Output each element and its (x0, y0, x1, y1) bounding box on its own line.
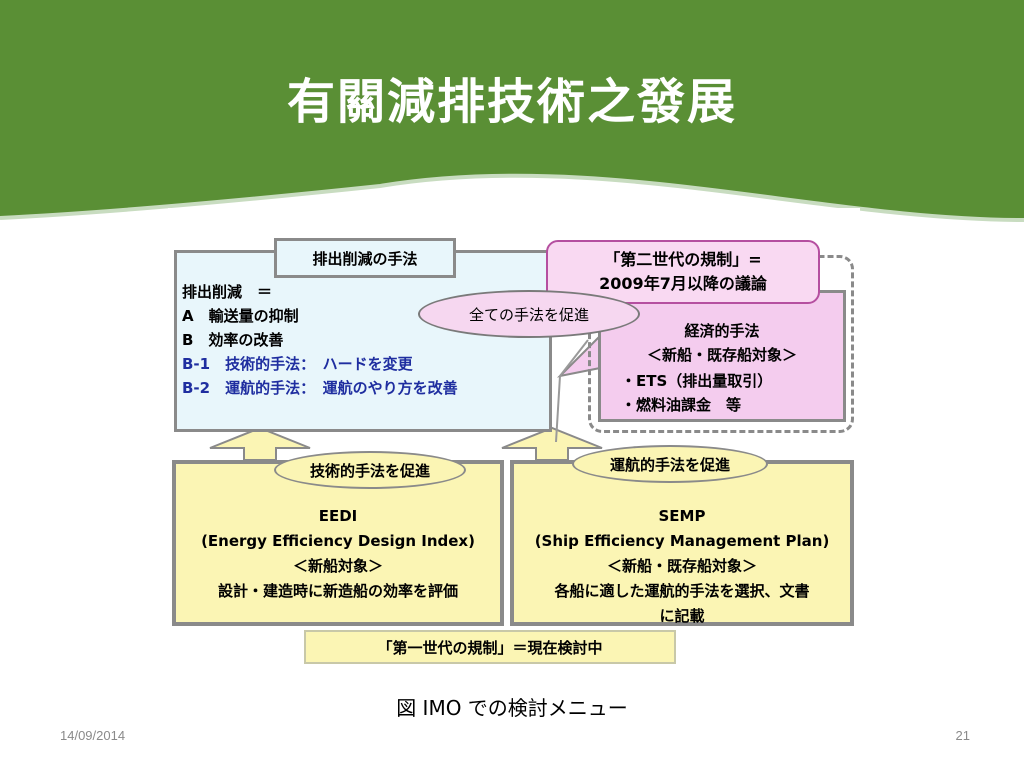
semp-line-4: に記載 (659, 607, 705, 625)
page-number: 21 (955, 728, 970, 743)
semp-line-1: (Ship Efficiency Management Plan) (534, 532, 830, 550)
methods-line-4: B-2 運航的手法： 運航のやり方を改善 (182, 379, 458, 397)
up-arrow-left (209, 426, 311, 461)
eedi-line-2: ＜新船対象＞ (292, 557, 383, 575)
tech-promote-pill: 技術的手法を促進 (274, 451, 466, 489)
methods-line-3: B-1 技術的手法： ハードを変更 (182, 355, 413, 373)
connector-line (555, 339, 589, 443)
gen2-title-1: 2009年7月以降の議論 (599, 274, 767, 293)
eedi-box: EEDI (Energy Efficiency Design Index) ＜新… (172, 460, 504, 626)
econ-bullet-0: ・ETS（排出量取引） (621, 372, 773, 390)
eedi-line-3: 設計・建造時に新造船の効率を評価 (217, 582, 458, 600)
eedi-line-0: EEDI (318, 507, 358, 525)
eedi-content: EEDI (Energy Efficiency Design Index) ＜新… (176, 504, 500, 604)
header-band (0, 0, 1024, 222)
methods-line-0: 排出削減 ＝ (182, 283, 273, 301)
methods-box (174, 250, 552, 432)
figure-caption: 図 IMO での検討メニュー (396, 696, 628, 720)
methods-line-1: A 輸送量の抑制 (182, 307, 299, 325)
econ-heading: 経済的手法 ＜新船・既存船対象＞ (601, 319, 843, 367)
semp-content: SEMP (Ship Efficiency Management Plan) ＜… (514, 504, 850, 629)
econ-bullets: ・ETS（排出量取引） ・燃料油課金 等 (621, 369, 772, 417)
up-arrow-right (501, 426, 603, 461)
econ-head-1: ＜新船・既存船対象＞ (646, 346, 797, 364)
slide-title: 有關減排技術之發展 (286, 74, 737, 130)
econ-head-0: 経済的手法 (684, 322, 760, 340)
semp-line-2: ＜新船・既存船対象＞ (606, 557, 757, 575)
slide-date: 14/09/2014 (60, 728, 126, 743)
gen2-title-0: 「第二世代の規制」= (604, 250, 762, 269)
header-green-shape (0, 0, 1024, 220)
promote-all-ellipse: 全ての手法を促進 (418, 290, 640, 338)
header-shadow-curve (0, 173, 1024, 222)
operational-promote-pill: 運航的手法を促進 (572, 445, 768, 483)
semp-line-3: 各船に適した運航的手法を選択、文書 (554, 582, 810, 600)
methods-list: 排出削減 ＝ A 輸送量の抑制 B 効率の改善 B-1 技術的手法： ハードを変… (182, 280, 542, 400)
semp-line-0: SEMP (658, 507, 706, 525)
imo-diagram: 排出削減の手法 排出削減 ＝ A 輸送量の抑制 B 効率の改善 B-1 技術的手… (168, 208, 860, 678)
gen1-box: 「第一世代の規制」＝現在検討中 (304, 630, 676, 664)
eedi-line-1: (Energy Efficiency Design Index) (201, 532, 475, 550)
semp-box: SEMP (Ship Efficiency Management Plan) ＜… (510, 460, 854, 626)
econ-bullet-1: ・燃料油課金 等 (621, 396, 742, 414)
methods-line-2: B 効率の改善 (182, 331, 284, 349)
methods-tab: 排出削減の手法 (274, 238, 456, 278)
